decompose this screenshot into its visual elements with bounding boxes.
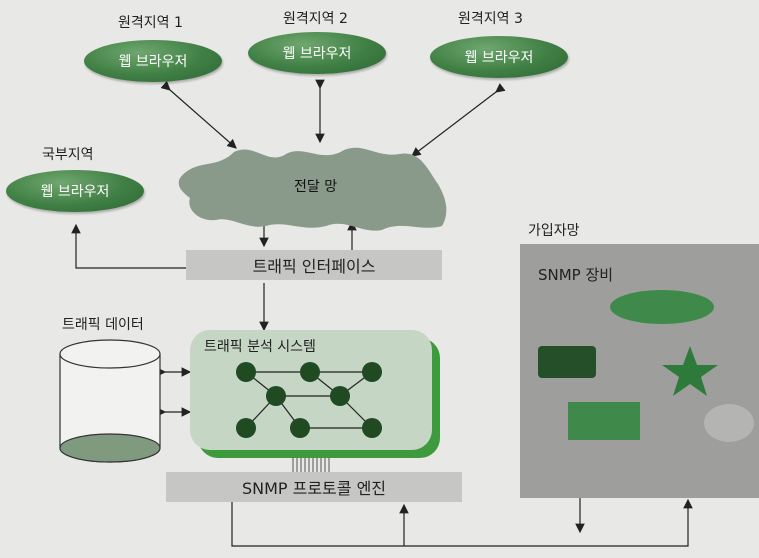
link-remote1-network [160,80,237,149]
graph-node [266,386,286,406]
equipment-star [662,346,718,396]
remote-site-1-title: 원격지역 1 [118,15,183,31]
analysis-network-graph [236,362,382,438]
subscriber-network-title: 가입자망 [528,223,580,239]
graph-node [362,362,382,382]
equipment-small-box [538,346,596,378]
remote-site-1-browser: 웹 브라우저 [84,40,222,82]
traffic-database-cylinder [59,339,161,463]
snmp-equipment-label: SNMP 장비 [538,266,614,284]
transport-network-label: 전달 망 [294,179,338,195]
link-local-interface [71,223,186,269]
graph-node [330,386,350,406]
remote-site-2-browser: 웹 브라우저 [248,32,386,74]
analysis-system-panel [190,330,432,450]
local-site-title: 국부지역 [42,147,94,163]
remote-site-2-title: 원격지역 2 [283,11,348,27]
traffic-database-title: 트래픽 데이터 [62,317,144,333]
link-remote3-network [411,83,506,157]
remote-site-3-browser: 웹 브라우저 [430,36,568,78]
graph-node [236,362,256,382]
graph-node [300,362,320,382]
local-site-browser: 웹 브라우저 [6,170,144,212]
remote-site-3-title: 원격지역 3 [458,11,523,27]
link-engine-subscriber [231,498,693,547]
graph-node [236,418,256,438]
snmp-protocol-engine: SNMP 프로토콜 엔진 [166,472,462,502]
graph-node [290,418,310,438]
equipment-rectangle [568,402,640,440]
equipment-ellipse [610,290,714,324]
transport-network-cloud [178,147,447,231]
equipment-faded-ellipse [704,404,754,442]
graph-node [362,418,382,438]
analysis-system-title: 트래픽 분석 시스템 [204,339,316,355]
traffic-interface: 트래픽 인터페이스 [186,250,442,280]
